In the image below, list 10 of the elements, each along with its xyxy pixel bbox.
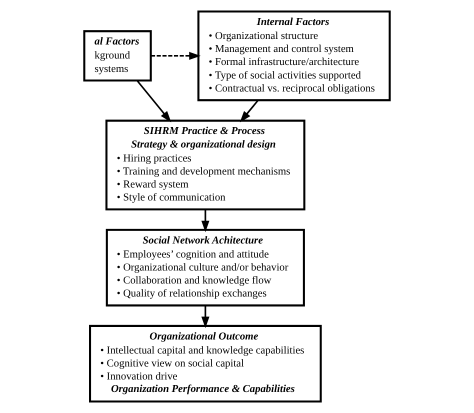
arrow bbox=[201, 210, 210, 232]
node-box: al Factors kground systems bbox=[83, 30, 152, 82]
arrow bbox=[150, 52, 201, 60]
node-box: Organizational Outcome • Intellectual capital and knowledge capabilities • Cognitive view on social capital • Innovation drive Organization Performance & Capabilities bbox=[89, 324, 322, 403]
node-box: SIHRM Practice & Process Strategy & organizational design • Hiring practices • Training and development mechanisms • Reward system • Style of communication bbox=[105, 120, 306, 210]
arrow bbox=[201, 306, 210, 328]
arrow bbox=[240, 100, 259, 122]
node-box: Social Network Achitecture • Employees’ cognition and attitude • Organizational culture and/or behavior • Collaboration and knowledge flow • Quality of relationship exchanges bbox=[106, 228, 305, 306]
arrow bbox=[136, 80, 172, 122]
node-box: Internal Factors • Organizational structure • Management and control system • Formal infrastructure/architecture • Type of social activities supported • Contractual vs. reciprocal obligations bbox=[197, 10, 391, 102]
